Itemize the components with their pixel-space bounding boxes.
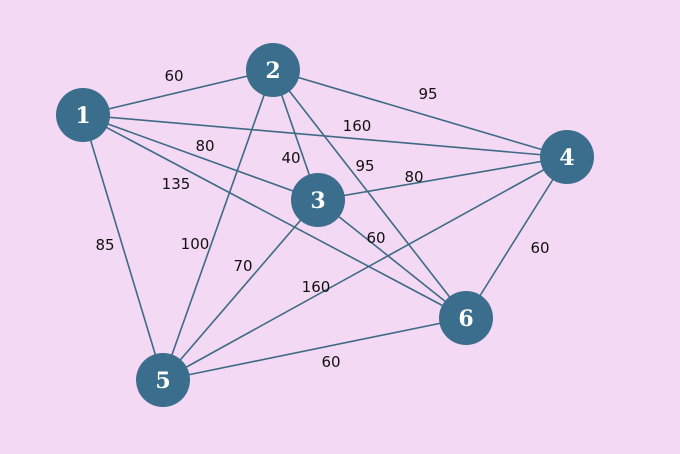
edge-3-4 xyxy=(317,156,568,201)
node-label-5: 5 xyxy=(155,368,170,394)
node-5: 5 xyxy=(136,353,190,407)
node-label-6: 6 xyxy=(458,306,473,332)
edge-1-3 xyxy=(82,114,319,201)
edge-weight-3-4: 80 xyxy=(404,168,423,186)
edge-2-4 xyxy=(272,69,568,158)
node-2: 2 xyxy=(246,43,300,97)
edge-weight-1-2: 60 xyxy=(164,67,183,85)
edge-labels-layer: 60 80 160 85 135 40 95 100 95 80 70 60 160 60 60 xyxy=(95,67,549,371)
edge-weight-2-6: 95 xyxy=(355,157,374,175)
edge-1-2 xyxy=(82,69,274,116)
node-6: 6 xyxy=(439,291,493,345)
edge-2-5 xyxy=(162,69,274,381)
edge-weight-1-5: 85 xyxy=(95,236,114,254)
node-label-3: 3 xyxy=(310,188,325,214)
edge-5-6 xyxy=(162,317,467,381)
node-1: 1 xyxy=(56,88,110,142)
edge-4-6 xyxy=(465,156,568,319)
node-circle-3 xyxy=(291,173,345,227)
edge-weight-3-6: 60 xyxy=(366,229,385,247)
edge-1-6 xyxy=(82,114,467,319)
node-circle-2 xyxy=(246,43,300,97)
node-label-4: 4 xyxy=(559,145,574,171)
node-label-1: 1 xyxy=(75,103,90,129)
node-circle-5 xyxy=(136,353,190,407)
node-circle-4 xyxy=(540,130,594,184)
node-3: 3 xyxy=(291,173,345,227)
edge-weight-4-6: 60 xyxy=(530,239,549,257)
edge-2-6 xyxy=(272,69,467,319)
edge-3-5 xyxy=(162,199,319,381)
edge-weight-1-3: 80 xyxy=(195,137,214,155)
node-circle-1 xyxy=(56,88,110,142)
nodes-layer: 1 2 3 4 5 6 xyxy=(56,43,594,407)
edge-3-6 xyxy=(317,199,467,319)
edge-4-5 xyxy=(162,156,568,381)
edge-weight-4-5: 160 xyxy=(302,278,331,296)
edge-weight-2-4: 95 xyxy=(418,85,437,103)
edge-1-5 xyxy=(82,114,164,381)
edge-weight-1-4: 160 xyxy=(343,117,372,135)
edge-weight-5-6: 60 xyxy=(321,353,340,371)
node-label-2: 2 xyxy=(265,58,280,84)
edge-weight-2-3: 40 xyxy=(281,149,300,167)
edge-weight-2-5: 100 xyxy=(181,235,210,253)
edge-weight-1-6: 135 xyxy=(162,175,191,193)
edge-weight-3-5: 70 xyxy=(233,257,252,275)
node-4: 4 xyxy=(540,130,594,184)
node-circle-6 xyxy=(439,291,493,345)
